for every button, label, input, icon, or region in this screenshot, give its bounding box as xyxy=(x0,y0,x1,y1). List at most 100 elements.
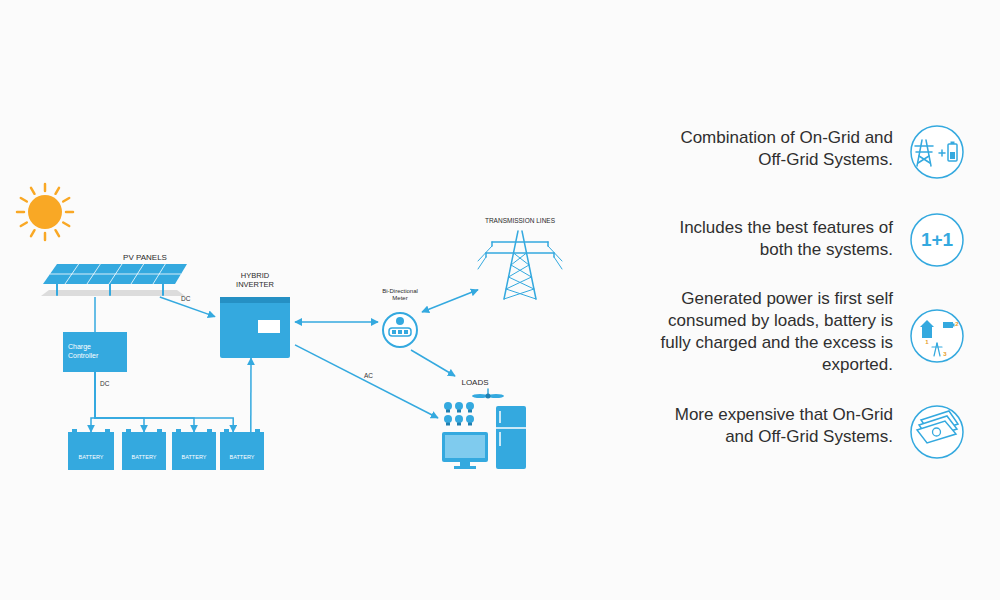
panel-leg xyxy=(109,284,111,295)
icon-ring xyxy=(911,310,963,362)
node-label: PV PANELS xyxy=(95,253,195,263)
tower-icon xyxy=(932,346,942,347)
battery-icon xyxy=(948,144,957,161)
node-shape xyxy=(438,376,530,472)
refrigerator xyxy=(496,406,526,469)
node-shape xyxy=(478,215,562,300)
hybrid-inverter: HYBRID INVERTER xyxy=(215,270,295,358)
loads: LOADS xyxy=(438,376,530,472)
node-shape xyxy=(172,432,216,470)
panel-grid xyxy=(131,264,144,284)
node-label: LOADS xyxy=(450,378,500,388)
meter-bolt xyxy=(396,317,404,325)
tv-screen xyxy=(445,435,485,458)
battery: BATTERY xyxy=(220,432,264,470)
tower-icon xyxy=(916,151,932,153)
node-label: Bi-Directional Meter xyxy=(378,288,422,302)
node-label: 3 xyxy=(942,351,948,358)
bulb-base xyxy=(457,423,461,426)
plus-symbol xyxy=(941,150,943,156)
bi-directional-meter: Bi-Directional Meter xyxy=(378,288,422,350)
edge-label: DC xyxy=(181,295,190,302)
sun-ray xyxy=(31,188,35,194)
feature-text: Combination of On-Grid and Off-Grid Syst… xyxy=(648,127,893,171)
tower-brace xyxy=(513,253,529,265)
house-icon xyxy=(920,320,934,327)
fridge-handle xyxy=(499,432,501,446)
node-label: 1+1 xyxy=(910,228,964,252)
bulb-base xyxy=(468,423,472,426)
panel-grid xyxy=(65,264,79,284)
battery-terminal xyxy=(176,429,181,432)
connector xyxy=(95,372,194,432)
connector xyxy=(250,358,252,432)
inverter-screen xyxy=(258,320,280,333)
battery-terminal xyxy=(224,429,229,432)
feature-text: More expensive that On-Grid and Off-Grid… xyxy=(651,404,893,448)
battery-icon xyxy=(943,322,953,328)
battery-terminal xyxy=(126,429,131,432)
sun-ray xyxy=(31,230,35,236)
tower-icon xyxy=(918,156,929,163)
sun-ray xyxy=(44,233,47,240)
connector xyxy=(295,321,378,323)
node-shape xyxy=(122,432,166,470)
sun xyxy=(28,195,62,229)
sun-ray xyxy=(63,223,69,227)
tower-brace xyxy=(506,289,536,299)
tower-icon xyxy=(937,343,940,356)
node-label: BATTERY xyxy=(172,454,216,461)
edge-label: DC xyxy=(100,380,109,387)
meter-digit xyxy=(404,330,408,334)
node-label: BATTERY xyxy=(220,454,264,461)
banknote-icon xyxy=(917,421,956,443)
sun-ray xyxy=(66,211,73,214)
sun-ray xyxy=(21,223,27,227)
tower-brace xyxy=(511,253,527,265)
battery-icon xyxy=(953,324,955,327)
light-bulb xyxy=(455,402,463,410)
fan-hub xyxy=(486,394,491,399)
meter-display xyxy=(389,328,411,336)
feature-text: Includes the best features of both the s… xyxy=(651,217,893,261)
power-wire xyxy=(554,257,562,269)
inverter-body xyxy=(220,297,290,358)
feature-text: Generated power is first self consumed b… xyxy=(651,288,893,376)
house-icon xyxy=(922,327,932,338)
light-bulb xyxy=(444,415,452,423)
connector xyxy=(411,350,455,376)
battery-terminal xyxy=(157,429,162,432)
node-shape xyxy=(220,432,264,470)
sun-ray xyxy=(17,211,24,214)
battery: BATTERY xyxy=(68,432,114,470)
light-bulb xyxy=(466,415,474,423)
insulator xyxy=(491,242,493,246)
feature-icon: 1+1 xyxy=(910,213,964,267)
tower-brace xyxy=(509,265,529,277)
meter-dial xyxy=(383,313,417,347)
node-label: HYBRID INVERTER xyxy=(230,271,280,289)
tower-icon xyxy=(934,343,937,356)
battery-icon xyxy=(950,152,955,159)
panel-leg xyxy=(56,284,58,295)
node-label: 1 xyxy=(924,339,930,346)
icon-ring xyxy=(911,214,963,266)
connector xyxy=(422,290,478,312)
node-shape xyxy=(68,432,114,470)
bulb-base xyxy=(446,410,450,413)
node-label: 2 xyxy=(954,321,960,328)
light-bulb xyxy=(444,402,452,410)
bulb-base xyxy=(468,410,472,413)
node-shape xyxy=(910,309,964,363)
battery-terminal xyxy=(72,429,77,432)
panel-grid xyxy=(153,264,165,284)
tower-arm xyxy=(486,252,554,254)
tv-stand xyxy=(454,466,476,469)
insulator xyxy=(547,242,549,246)
tower-icon xyxy=(919,156,930,163)
light-bulb xyxy=(466,402,474,410)
node-label: BATTERY xyxy=(68,454,114,461)
meter-digit xyxy=(398,330,402,334)
battery-terminal xyxy=(105,429,110,432)
node-label: Charge Controller xyxy=(68,342,110,360)
